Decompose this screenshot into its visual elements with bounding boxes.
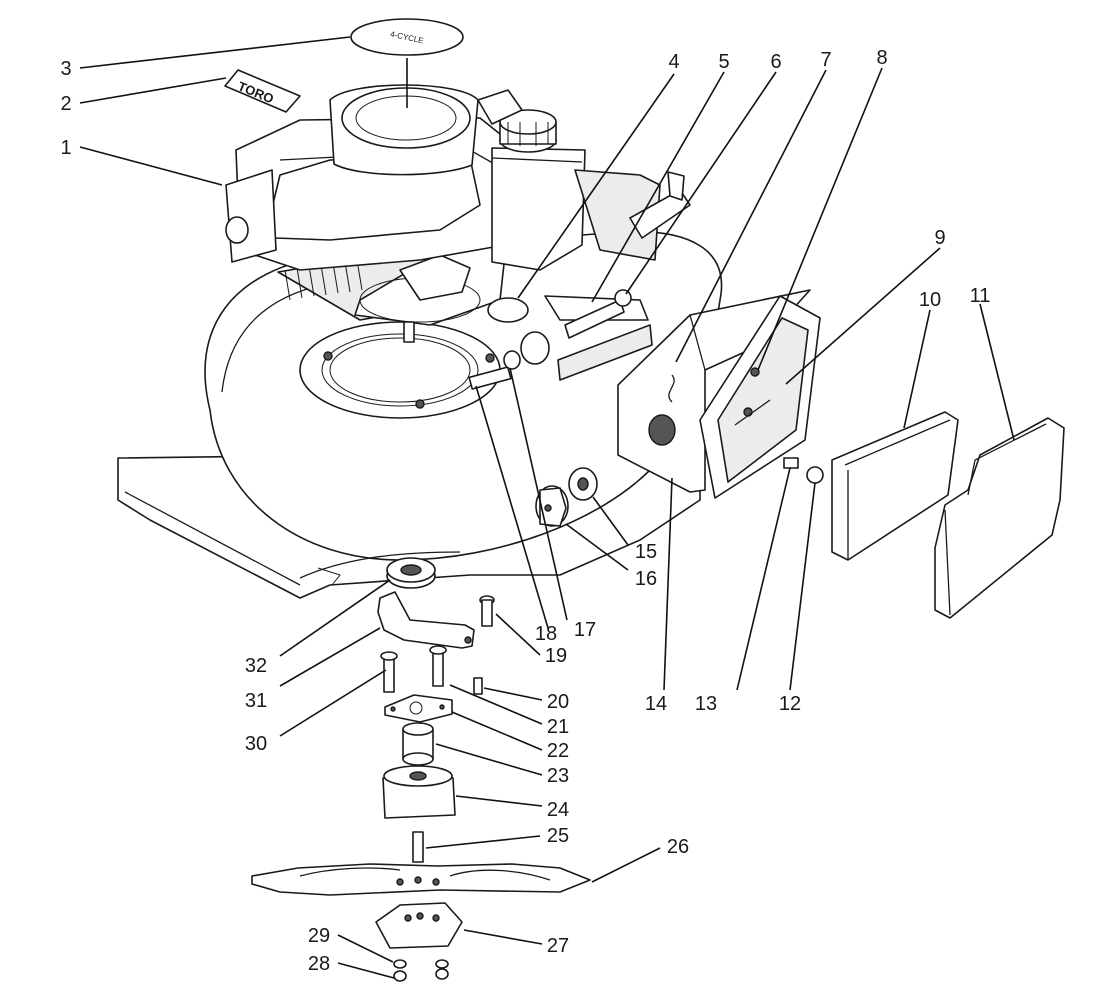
air-filter-10 (831, 411, 959, 561)
air-cleaner-base-8 (699, 295, 821, 499)
callout-31: 31 (245, 690, 267, 712)
callout-9: 9 (934, 227, 945, 249)
callout-18: 18 (535, 623, 557, 645)
engine-assembly (225, 84, 691, 343)
washers-28-29 (393, 959, 449, 982)
blade-support-27 (375, 902, 463, 949)
callout-15: 15 (635, 541, 657, 563)
bolt-19 (479, 595, 495, 627)
air-cleaner-cover-11 (934, 417, 1065, 619)
callout-24: 24 (547, 799, 569, 821)
callout-25: 25 (547, 825, 569, 847)
callout-7: 7 (820, 49, 831, 71)
callout-5: 5 (718, 51, 729, 73)
bolts-30 (380, 645, 447, 693)
callout-22: 22 (547, 740, 569, 762)
callout-1: 1 (60, 137, 71, 159)
gasket-22 (384, 694, 453, 723)
callout-2: 2 (60, 93, 71, 115)
callout-13: 13 (695, 693, 717, 715)
callout-10: 10 (919, 289, 941, 311)
bolt-25 (412, 831, 424, 863)
callout-11: 11 (970, 285, 991, 307)
decal-logo-2: TORO (224, 69, 301, 113)
callout-23: 23 (547, 765, 569, 787)
callout-16: 16 (635, 568, 657, 590)
callout-32: 32 (245, 655, 267, 677)
callout-14: 14 (645, 693, 667, 715)
callout-4: 4 (668, 51, 679, 73)
callout-26: 26 (667, 836, 689, 858)
callout-17: 17 (574, 619, 596, 641)
callout-6: 6 (770, 51, 781, 73)
stud-13-and-nut-12 (783, 457, 824, 484)
decal-seal-3: 4-CYCLE (350, 18, 464, 56)
callout-27: 27 (547, 935, 569, 957)
spacer-23 (402, 722, 434, 766)
callout-8: 8 (876, 47, 887, 69)
callout-29: 29 (308, 925, 330, 947)
callout-30: 30 (245, 733, 267, 755)
drive-parts-17-18 (468, 289, 653, 390)
callout-21: 21 (547, 716, 569, 738)
callout-20: 20 (547, 691, 569, 713)
leader-lines (79, 36, 1015, 979)
blade-26 (251, 863, 591, 896)
bushing-15 (568, 467, 598, 501)
callout-3: 3 (60, 58, 71, 80)
callout-numbers: 1 2 3 4 5 6 7 8 9 10 11 12 13 14 15 16 1… (60, 47, 990, 975)
pulley-32 (386, 557, 436, 589)
screw-20 (473, 677, 483, 695)
callout-28: 28 (308, 953, 330, 975)
bracket-31 (377, 591, 475, 649)
callout-19: 19 (545, 645, 567, 667)
callout-12: 12 (779, 693, 801, 715)
blade-adapter-24 (382, 765, 456, 819)
